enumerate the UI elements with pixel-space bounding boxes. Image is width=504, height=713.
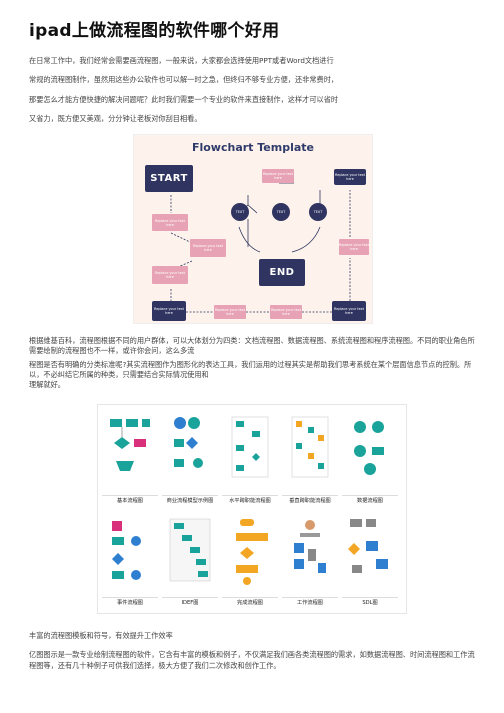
- process-node: Replace your text here: [214, 305, 246, 319]
- idef-tile: IDEF图: [162, 511, 218, 606]
- body-paragraph: 理解就好。: [29, 380, 65, 389]
- tile-label: 基本流程图: [102, 495, 158, 504]
- idef-icon: [169, 518, 211, 582]
- body-paragraph: 根据维基百科，流程图根据不同的用户群体，可以大体划分为四类：文档流程图、数据流程…: [29, 336, 475, 355]
- intro-line: 那要怎么才能方便快捷的解决问题呢？此时我们需要一个专业的软件来直接制作，这样才可…: [29, 94, 339, 104]
- complete-flowchart-icon: [236, 519, 268, 585]
- process-node: Replace your text here: [334, 169, 366, 185]
- tile-label: 商业流程模型示例图: [162, 495, 218, 504]
- business-model-icon: [174, 417, 203, 468]
- workflow-tile: 工作流程图: [282, 511, 338, 606]
- body-paragraph: 程图是否有明确的分类标准呢?其实流程图作为图形化的表达工具，我们运用的过程其实是…: [29, 360, 472, 379]
- data-flowchart-tile: 数据流程图: [342, 409, 398, 504]
- text-circle: TEXT: [272, 203, 290, 221]
- tile-label: IDEF图: [162, 597, 218, 606]
- tile-label: 数据流程图: [342, 495, 398, 504]
- tile-label: 事件流程图: [102, 597, 158, 606]
- tile-label: 完成流程图: [222, 597, 278, 606]
- flowchart-title: Flowchart Template: [191, 141, 315, 154]
- process-node: Replace your text here: [262, 169, 294, 183]
- complete-flowchart-tile: 完成流程图: [222, 511, 278, 606]
- basic-flowchart-tile: 基本流程图: [102, 409, 158, 504]
- process-node: Replace your text here: [152, 266, 188, 284]
- vertical-swimlane-icon: [291, 416, 329, 478]
- process-node: Replace your text here: [152, 301, 186, 321]
- intro-line: 常规的流程图制作，虽然用这些办公软件也可以解一时之急，但终归不够专业方便，还非常…: [29, 75, 339, 85]
- data-flowchart-icon: [354, 421, 384, 475]
- intro-line: 又省力，既方便又美观，分分钟让老板对你刮目相看。: [29, 113, 202, 123]
- process-node: Replace your text here: [152, 214, 188, 231]
- intro-paragraph: 在日常工作中，我们经常会需要画流程图，一般来说，大家都会选择使用PPT或者Wor…: [29, 54, 479, 131]
- tile-label: SDL图: [342, 597, 398, 606]
- intro-line: 在日常工作中，我们经常会需要画流程图，一般来说，大家都会选择使用PPT或者Wor…: [29, 56, 334, 65]
- flowchart-template-image: Flowchart Template START Replace your te…: [133, 134, 373, 324]
- basic-flowchart-icon: [110, 419, 150, 471]
- tile-label: 工作流程图: [282, 597, 338, 606]
- horizontal-swimlane-icon: [231, 416, 269, 478]
- process-node: Replace your text here: [270, 305, 302, 319]
- tile-label: 水平跨职能流程图: [222, 495, 278, 504]
- vertical-swimlane-tile: 垂直跨职能流程图: [282, 409, 338, 504]
- text-circle: TEXT: [309, 203, 327, 221]
- event-flowchart-icon: [112, 521, 141, 580]
- caption: 丰富的流程图模板和符号，有效提升工作效率: [29, 631, 173, 640]
- tile-label: 垂直跨职能流程图: [282, 495, 338, 504]
- event-flowchart-tile: 事件流程图: [102, 511, 158, 606]
- process-node: Replace your text here: [339, 239, 369, 255]
- process-node: Replace your text here: [332, 301, 366, 321]
- text-circle: TEXT: [231, 203, 249, 221]
- page-title: ipad上做流程图的软件哪个好用: [29, 21, 280, 41]
- start-node: START: [145, 165, 193, 192]
- business-model-tile: 商业流程模型示例图: [162, 409, 218, 504]
- process-node: Replace your text here: [190, 239, 226, 257]
- flowchart-types-image: 基本流程图 商业流程模型示例图 水平跨职能流程图: [97, 404, 407, 614]
- sdl-icon: [348, 519, 388, 573]
- flowchart-connectors: [170, 182, 351, 313]
- horizontal-swimlane-tile: 水平跨职能流程图: [222, 409, 278, 504]
- body-paragraph: 亿图图示是一款专业绘制流程图的软件，它含有丰富的模板和例子，不仅满足我们画各类流…: [29, 650, 475, 670]
- workflow-icon: [294, 520, 326, 573]
- sdl-tile: SDL图: [342, 511, 398, 606]
- end-node: END: [259, 259, 305, 286]
